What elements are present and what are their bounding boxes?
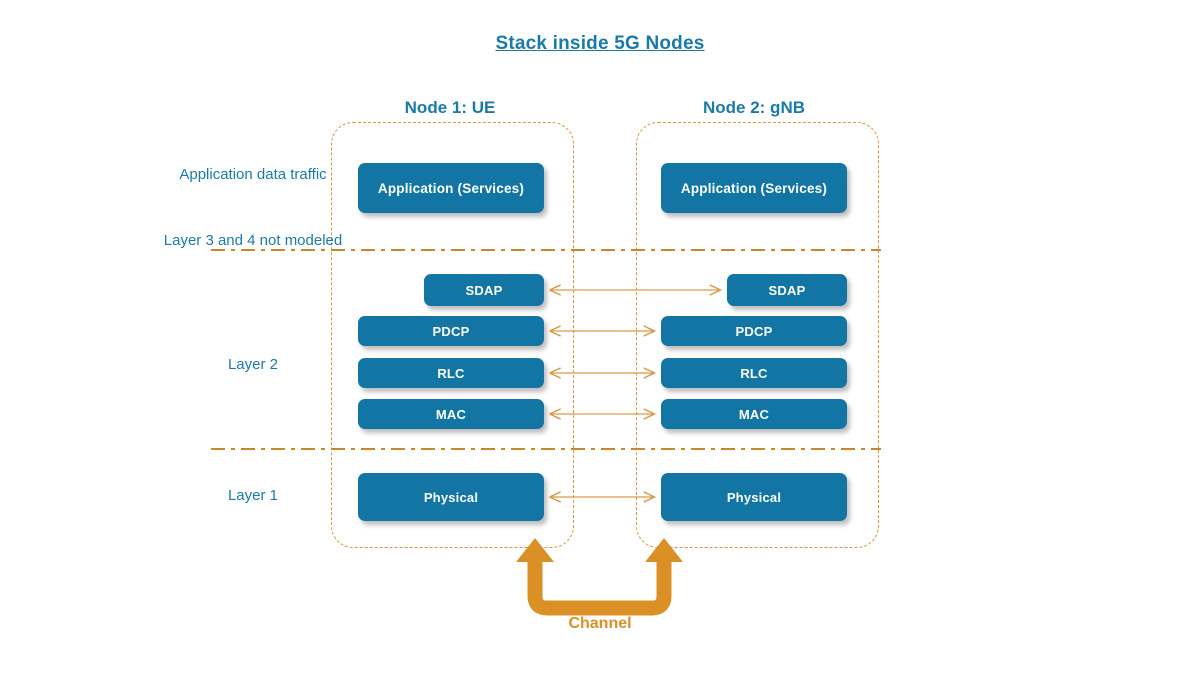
gnb-box-rlc[interactable]: RLC <box>661 358 847 388</box>
ue-box-pdcp[interactable]: PDCP <box>358 316 544 346</box>
channel-arrow <box>516 538 683 616</box>
ue-box-sdap[interactable]: SDAP <box>424 274 544 306</box>
ue-box-rlc[interactable]: RLC <box>358 358 544 388</box>
side-label-application-data-traffic: Application data traffic <box>179 166 327 183</box>
ue-box-physical[interactable]: Physical <box>358 473 544 521</box>
gnb-box-mac[interactable]: MAC <box>661 399 847 429</box>
gnb-box-physical[interactable]: Physical <box>661 473 847 521</box>
gnb-box-sdap[interactable]: SDAP <box>727 274 847 306</box>
side-label-layer-3-and-4-not-modeled: Layer 3 and 4 not modeled <box>163 232 343 249</box>
ue-box-mac[interactable]: MAC <box>358 399 544 429</box>
gnb-box-application[interactable]: Application (Services) <box>661 163 847 213</box>
side-label-layer-1: Layer 1 <box>227 487 279 504</box>
node-heading-ue: Node 1: UE <box>404 98 496 117</box>
ue-box-application[interactable]: Application (Services) <box>358 163 544 213</box>
channel-label: Channel <box>568 615 632 632</box>
page-title: Stack inside 5G Nodes <box>495 33 705 54</box>
gnb-box-pdcp[interactable]: PDCP <box>661 316 847 346</box>
side-label-layer-2: Layer 2 <box>227 356 279 373</box>
divider-layer1-layer2 <box>211 448 881 450</box>
divider-layer34 <box>211 249 881 251</box>
node-heading-gnb: Node 2: gNB <box>703 98 805 117</box>
